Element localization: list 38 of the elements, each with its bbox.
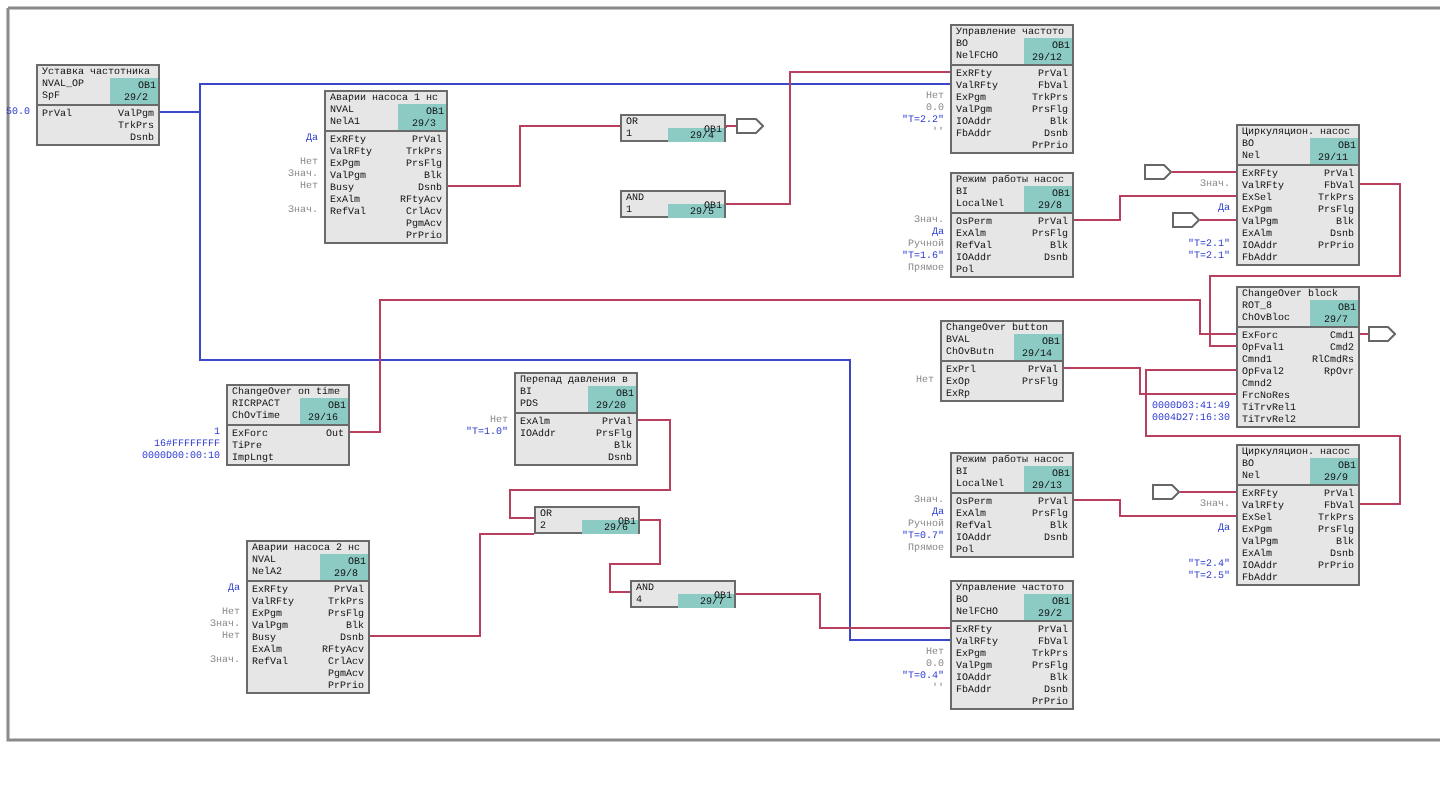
function-block: [1236, 286, 1360, 428]
function-block: [940, 320, 1064, 402]
function-block: [226, 384, 350, 466]
function-block: [950, 172, 1074, 278]
function-block: [324, 90, 448, 244]
signal-wire: [447, 125, 621, 187]
signal-wire: [1145, 369, 1401, 505]
function-block: [36, 64, 160, 146]
signal-wire: [725, 71, 951, 205]
function-block: [950, 24, 1074, 154]
off-page-connector: [1152, 484, 1180, 500]
signal-wire: [1063, 367, 1237, 395]
off-page-connector: [1144, 164, 1172, 180]
signal-wire: [1073, 195, 1237, 221]
function-block: [1236, 444, 1360, 586]
signal-wire: [1179, 491, 1237, 493]
function-block: [950, 452, 1074, 558]
function-block: [514, 372, 638, 466]
logic-gate-block: [620, 114, 726, 142]
signal-wire: [509, 419, 671, 519]
function-block: [246, 540, 370, 694]
off-page-connector: [736, 118, 764, 134]
logic-gate-block: [534, 506, 640, 534]
signal-wire: [369, 533, 535, 637]
logic-gate-block: [620, 190, 726, 218]
signal-wire: [1199, 219, 1237, 221]
logic-gate-block: [630, 580, 736, 608]
signal-wire: [609, 519, 661, 593]
function-block: [950, 580, 1074, 710]
signal-wire: [1171, 171, 1237, 173]
signal-wire: [1359, 333, 1369, 335]
signal-wire: [349, 299, 1237, 433]
signal-wire: [1209, 183, 1401, 347]
off-page-connector: [1368, 326, 1396, 342]
function-block: [1236, 124, 1360, 266]
signal-wire: [1073, 499, 1237, 517]
off-page-connector: [1172, 212, 1200, 228]
signal-wire: [735, 593, 951, 629]
